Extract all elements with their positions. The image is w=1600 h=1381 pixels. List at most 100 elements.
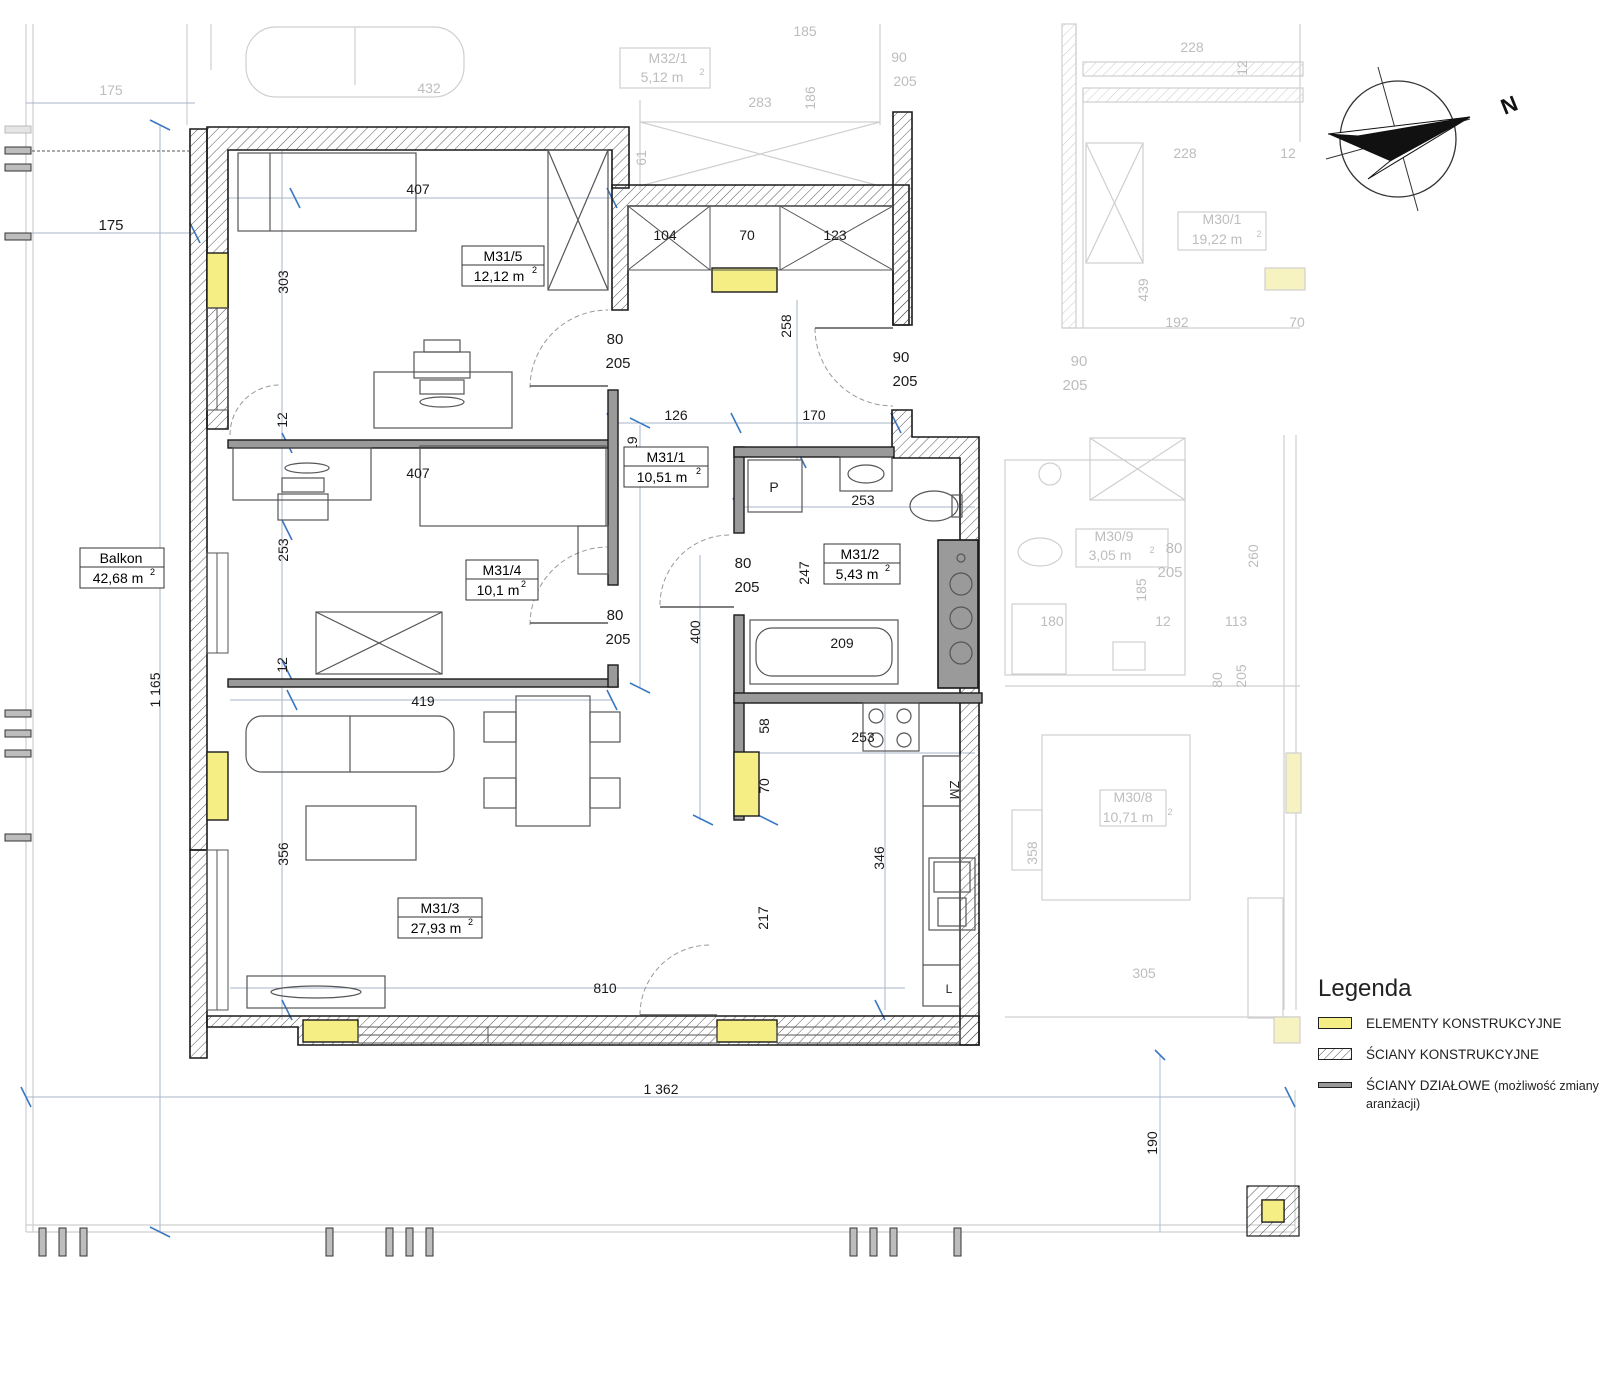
svg-text:205: 205	[1062, 377, 1087, 394]
svg-text:80: 80	[607, 331, 624, 348]
svg-text:205: 205	[893, 73, 917, 89]
fridge-label: ZM	[947, 781, 962, 800]
legend-item-structural-elements: ELEMENTY KONSTRUKCYJNE	[1318, 1015, 1600, 1032]
ghost-dimension-labels: 175 432 185 283 186 61 90 205 228 12 228…	[99, 23, 1305, 981]
svg-text:170: 170	[802, 407, 826, 423]
svg-text:126: 126	[664, 407, 688, 423]
partition-wall-swatch	[1318, 1079, 1352, 1091]
svg-text:M31/4: M31/4	[483, 562, 522, 578]
svg-text:2: 2	[885, 563, 890, 573]
windows	[206, 307, 961, 1044]
svg-text:80: 80	[735, 555, 752, 572]
svg-text:400: 400	[687, 620, 703, 644]
svg-text:5,43 m: 5,43 m	[836, 566, 879, 582]
room-label-m31-3: M31/3 27,93 m 2	[397, 897, 483, 939]
svg-text:90: 90	[893, 349, 910, 366]
svg-text:1 165: 1 165	[147, 672, 163, 707]
legend-label: ŚCIANY DZIAŁOWE	[1366, 1078, 1491, 1093]
svg-text:209: 209	[830, 635, 854, 651]
svg-text:205: 205	[605, 631, 630, 648]
svg-text:5,12 m: 5,12 m	[641, 69, 684, 85]
svg-text:M30/8: M30/8	[1114, 789, 1153, 805]
svg-text:253: 253	[851, 729, 875, 745]
svg-text:Balkon: Balkon	[100, 550, 143, 566]
svg-text:3,05 m: 3,05 m	[1089, 547, 1132, 563]
svg-text:12,12 m: 12,12 m	[474, 268, 525, 284]
svg-text:205: 205	[1157, 564, 1182, 581]
svg-text:186: 186	[802, 86, 818, 110]
dimension-labels: 175 407 303 80 205 104 70 123 258 90 205…	[98, 181, 1160, 1155]
svg-text:228: 228	[1180, 39, 1204, 55]
legend-item-partition-walls: ŚCIANY DZIAŁOWE (możliwość zmiany aranża…	[1318, 1077, 1600, 1113]
svg-text:70: 70	[756, 778, 772, 794]
dimension-lines	[26, 102, 1290, 1232]
balcony-railing-posts	[4, 125, 962, 1257]
svg-text:228: 228	[1173, 145, 1197, 161]
svg-text:10,51 m: 10,51 m	[637, 469, 688, 485]
svg-text:247: 247	[796, 561, 812, 585]
svg-text:123: 123	[823, 227, 847, 243]
svg-text:80: 80	[1166, 540, 1183, 557]
svg-text:113: 113	[1225, 613, 1248, 629]
svg-text:27,93 m: 27,93 m	[411, 920, 462, 936]
svg-text:432: 432	[417, 80, 441, 96]
svg-text:192: 192	[1165, 314, 1189, 330]
svg-text:M31/1: M31/1	[647, 449, 686, 465]
balcony-column-core	[1261, 1199, 1285, 1223]
svg-text:2: 2	[696, 466, 701, 476]
room-label-m31-5: M31/5 12,12 m 2	[461, 245, 545, 287]
svg-text:253: 253	[275, 538, 291, 562]
svg-text:205: 205	[734, 579, 759, 596]
svg-text:2: 2	[468, 917, 473, 927]
svg-text:810: 810	[593, 980, 617, 996]
svg-text:439: 439	[1135, 278, 1151, 302]
washer-label: P	[769, 479, 778, 495]
svg-text:407: 407	[406, 181, 430, 197]
svg-text:M31/3: M31/3	[421, 900, 460, 916]
svg-text:283: 283	[748, 94, 772, 110]
kitchen-furniture	[862, 702, 976, 1007]
ghost-room-labels: M32/1 5,12 m 2 M30/1 19,22 m 2 M30/9 3,0…	[641, 50, 1262, 825]
svg-text:2: 2	[150, 567, 155, 577]
structural-walls	[189, 111, 980, 1059]
svg-text:419: 419	[411, 693, 435, 709]
svg-text:10,71 m: 10,71 m	[1103, 809, 1154, 825]
svg-text:175: 175	[99, 82, 123, 98]
legend-note: (możliwość zmiany aranżacji)	[1366, 1079, 1599, 1111]
north-compass	[1325, 66, 1471, 212]
svg-text:217: 217	[755, 906, 771, 930]
room-label-m31-4: M31/4 10,1 m 2	[465, 559, 539, 601]
structural-elements	[206, 252, 1285, 1223]
svg-text:90: 90	[1071, 353, 1088, 370]
hall-wardrobe	[627, 205, 894, 271]
partition-walls	[227, 389, 983, 821]
svg-text:M31/5: M31/5	[484, 248, 523, 264]
svg-text:12: 12	[1280, 145, 1296, 161]
room-label-m31-2: M31/2 5,43 m 2	[823, 543, 901, 585]
svg-text:258: 258	[778, 314, 794, 338]
neighbor-ghost-layer	[25, 23, 1306, 1233]
svg-text:205: 205	[892, 373, 917, 390]
svg-text:19,22 m: 19,22 m	[1192, 231, 1243, 247]
svg-text:1 362: 1 362	[643, 1081, 678, 1097]
svg-text:10,1 m: 10,1 m	[477, 582, 520, 598]
legend-item-structural-walls: ŚCIANY KONSTRUKCYJNE	[1318, 1046, 1600, 1063]
svg-text:M32/1: M32/1	[649, 50, 688, 66]
structural-element-swatch	[1318, 1017, 1352, 1029]
svg-text:12: 12	[1155, 613, 1171, 629]
bedroom-5-furniture	[237, 149, 609, 429]
svg-text:70: 70	[739, 227, 755, 243]
svg-text:346: 346	[871, 846, 887, 870]
svg-text:260: 260	[1245, 544, 1261, 568]
svg-text:61: 61	[633, 150, 649, 166]
svg-text:180: 180	[1040, 613, 1064, 629]
bathroom-fixtures	[747, 456, 973, 685]
svg-text:2: 2	[1256, 229, 1261, 239]
svg-text:2: 2	[521, 579, 526, 589]
svg-text:80: 80	[1209, 672, 1225, 688]
room-labels: M31/1 10,51 m 2 M31/2 5,43 m 2 M31/3 27,…	[79, 245, 901, 939]
svg-text:2: 2	[699, 67, 704, 77]
door-leaves	[530, 327, 893, 1016]
svg-text:12: 12	[1234, 60, 1250, 76]
